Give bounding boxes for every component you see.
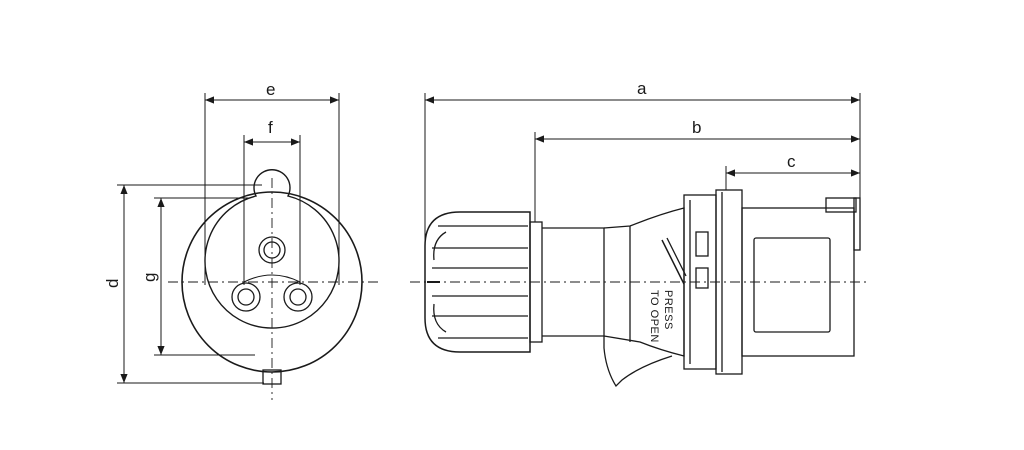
front-view	[168, 169, 378, 400]
dim-label-c: c	[787, 152, 796, 171]
nose-face	[853, 197, 861, 251]
latch-lever	[661, 239, 685, 285]
press-note-line2: TO OPEN	[648, 290, 660, 343]
dim-label-e: e	[266, 80, 275, 99]
dim-label-f: f	[268, 118, 273, 137]
dim-label-b: b	[692, 118, 701, 137]
front-shroud-window	[753, 237, 831, 333]
gland-end-detail-top	[433, 231, 447, 261]
coupling-slot-bottom	[695, 267, 709, 289]
pin-left-outer	[231, 282, 261, 312]
dim-label-d: d	[103, 279, 122, 288]
pin-carrier-contour	[243, 274, 301, 283]
front-dimensions	[117, 93, 340, 384]
press-note-line1: PRESS	[662, 290, 674, 330]
gland-nut	[424, 211, 531, 353]
nose-lip	[825, 197, 857, 213]
latch-lever-2	[666, 237, 687, 277]
release-latch	[603, 336, 673, 388]
side-view	[410, 189, 870, 388]
pin-right-outer	[283, 282, 313, 312]
side-dimensions	[424, 93, 861, 280]
dim-label-g: g	[140, 273, 159, 282]
pin-right-inner	[289, 288, 307, 306]
coupling-slot-top	[695, 231, 709, 257]
pin-left-inner	[237, 288, 255, 306]
gland-end-detail-bottom	[433, 303, 447, 333]
dim-label-a: a	[637, 79, 647, 98]
